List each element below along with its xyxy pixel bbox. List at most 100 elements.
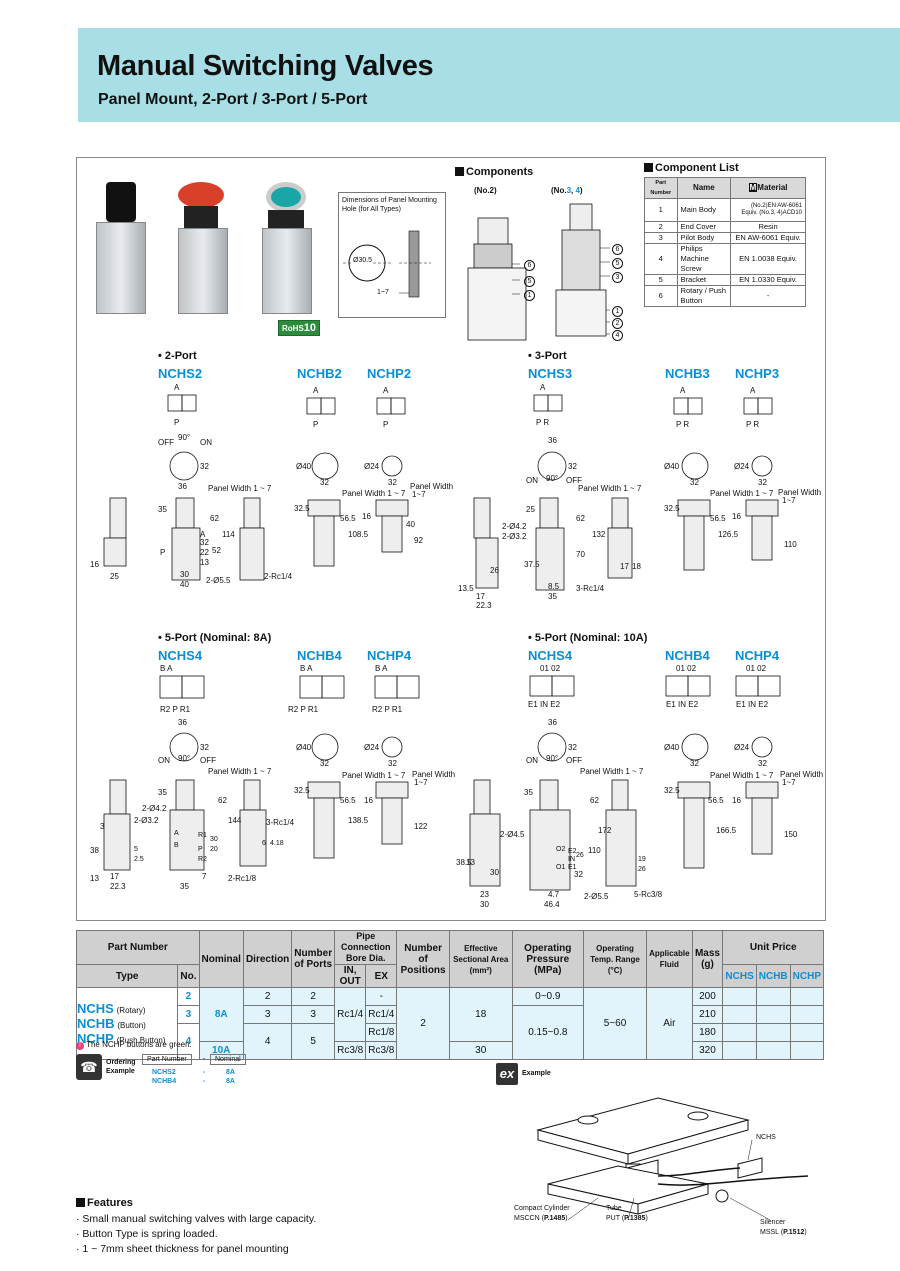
dim-panel-width2: Panel Width: [412, 770, 456, 779]
dim-p5a-15: 56.5: [340, 796, 356, 805]
port-label-e1ine2: E1 IN E2: [736, 700, 769, 709]
type-desc: (Rotary): [116, 1006, 146, 1015]
price-nchp: [789, 1023, 825, 1042]
section-3port: • 3-Port: [528, 350, 567, 362]
dim-p2-92: 92: [414, 536, 423, 545]
dim-p2-1085: 108.5: [348, 530, 369, 539]
dim-32: 32: [320, 478, 329, 487]
page-subtitle: Panel Mount, 2-Port / 3-Port / 5-Port: [98, 91, 368, 108]
price-nchp: [789, 1005, 825, 1024]
mounting-hole-caption: Dimensions of Panel Mounting Hole (for A…: [342, 197, 437, 213]
dim-p5b-17: 26: [638, 866, 646, 873]
ordering-row1-dash: -: [203, 1078, 206, 1085]
dim-panel-width: Panel Width 1 ~ 7: [342, 771, 406, 780]
model-p2-2: NCHP2: [367, 366, 412, 381]
features-heading: Features: [76, 1197, 133, 1209]
cell-ports: 3: [291, 1005, 336, 1024]
dim-p3-8: 13.5: [458, 584, 474, 593]
cyl-part: MSCCN (: [514, 1215, 544, 1222]
dim-p5a-2: 35: [158, 788, 167, 797]
square-bullet-icon: [644, 163, 653, 172]
ordering-label: Ordering Example: [106, 1059, 136, 1075]
cyl-close: ): [565, 1215, 568, 1222]
cyl-page: P.1485: [543, 1215, 566, 1222]
price-nchp: [789, 1041, 825, 1060]
dim-p3-0: 2-Ø4.2: [502, 522, 527, 531]
dim-p5b-16: 19: [638, 856, 646, 863]
dim-p2-13: 13: [200, 558, 209, 567]
no34-sep: ,: [571, 186, 576, 195]
dim-32: 32: [200, 743, 209, 752]
component-list-heading: Component List: [644, 162, 739, 174]
ordering-row0-dash: -: [203, 1069, 206, 1076]
dim-p5a-8: 17: [110, 872, 119, 881]
dim-panel-width: Panel Width 1 ~ 7: [578, 484, 642, 493]
port-label-a: A: [383, 386, 389, 395]
th-area: Effective Sectional Area (mm²): [448, 930, 513, 988]
port-label-r2pr1: R2 P R1: [288, 705, 319, 714]
dim-p5a-7: 13: [90, 874, 99, 883]
cl-name: Philips Machine Screw: [676, 243, 732, 275]
dim-p3-18: 126.5: [718, 530, 739, 539]
th-fluid: Applicable Fluid: [646, 930, 693, 988]
example-badge: ex: [496, 1063, 518, 1085]
callout-left-1: 5: [524, 276, 535, 287]
tube-part: PUT (: [606, 1215, 625, 1222]
type-code: NCHP: [77, 1031, 114, 1046]
cell-direction: 3: [242, 1005, 293, 1024]
feature-item: · Button Type is spring loaded.: [76, 1228, 218, 1240]
dim-p3-10: 22.3: [476, 601, 492, 610]
dim-off: OFF: [566, 476, 582, 485]
dim-p5a-17: 16: [364, 796, 373, 805]
dim-range: 1~7: [782, 778, 796, 787]
dim-p2-a: A: [200, 530, 206, 539]
dim-p5b-25: IN: [568, 856, 575, 863]
cell-direction: 4: [242, 1023, 293, 1060]
th-part-number: Part Number: [76, 930, 200, 965]
type-cell: NCHS (Rotary) NCHB (Button) NCHP (Push B…: [75, 987, 179, 1060]
feature-item: · Small manual switching valves with lar…: [76, 1213, 317, 1225]
port-label-0102: 01 02: [746, 664, 767, 673]
dim-p3-12: 35: [548, 592, 557, 601]
dim-p5b-15: 26: [576, 852, 584, 859]
feature-item: · 1 ~ 7mm sheet thickness for panel moun…: [76, 1243, 289, 1255]
th-ports: Number of Ports: [291, 930, 336, 988]
component-list-heading-text: Component List: [655, 162, 739, 174]
port-label-pr: P R: [536, 418, 550, 427]
cell-ex: -: [365, 987, 398, 1006]
port-label-r2pr1: R2 P R1: [160, 705, 191, 714]
dim-p2-40: 40: [180, 580, 189, 589]
type-code: NCHS: [77, 1001, 114, 1016]
dim-32: 32: [690, 478, 699, 487]
sil-close: ): [804, 1229, 807, 1236]
example-silencer-label: Silencer: [760, 1219, 786, 1226]
components-no2: (No.2): [474, 186, 497, 195]
dim-90: 90°: [178, 754, 191, 763]
m-badge: M: [748, 183, 758, 192]
ordering-icon: ☎: [76, 1054, 102, 1080]
dim-p5a-1: 2-Ø3.2: [134, 816, 159, 825]
dim-p5a-16: 138.5: [348, 816, 369, 825]
features-list: · Small manual switching valves with lar…: [76, 1212, 316, 1257]
callout-left-0: 6: [524, 260, 535, 271]
dim-p5a-3: 62: [218, 796, 227, 805]
dim-p2-25: 25: [110, 572, 119, 581]
cell-ex: Rc3/8: [365, 1041, 398, 1060]
tube-page: P.1385: [624, 1215, 646, 1222]
port-label-p: P: [383, 420, 389, 429]
th-mass: Mass (g): [691, 930, 724, 988]
dim-p5b-2: 62: [590, 796, 599, 805]
th-nchb: NCHB: [755, 964, 791, 988]
ordering-row0-part: NCHS2: [152, 1069, 176, 1076]
dim-32: 32: [200, 462, 209, 471]
section-2port: • 2-Port: [158, 350, 197, 362]
cl-mat: -: [730, 285, 806, 307]
rohs-number: 10: [303, 322, 317, 334]
no34-a: 3: [566, 186, 572, 195]
dim-p3-4: 132: [592, 530, 606, 539]
dim-p5a-21: P: [198, 846, 203, 853]
th-positions: Number of Positions: [396, 930, 450, 988]
dim-p2-22: 22: [200, 548, 209, 557]
